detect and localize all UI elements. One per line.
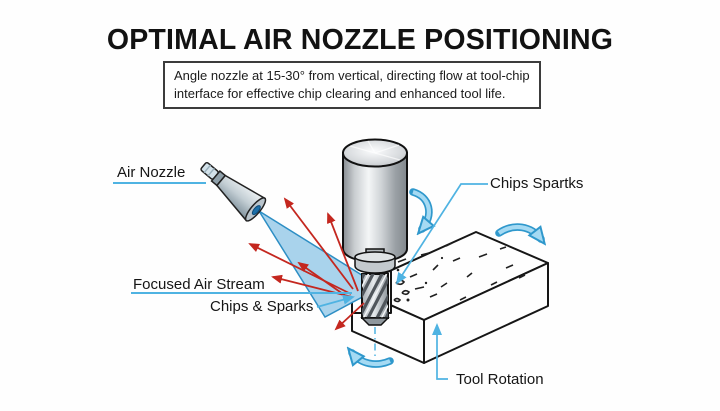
- chips-spartks-leader: [395, 183, 488, 285]
- label-chips-spartks: Chips Spartks: [490, 175, 584, 192]
- feed-rotation-arrow-left: [352, 353, 394, 368]
- instruction-line-2: interface for effective chip clearing an…: [174, 85, 506, 101]
- spindle: [342, 138, 408, 274]
- page-title: OPTIMAL AIR NOZZLE POSITIONING: [106, 24, 614, 56]
- label-tool-rotation: Tool Rotation: [456, 371, 544, 388]
- feed-rotation-arrow-right: [495, 223, 541, 239]
- cutter-tip: [360, 317, 390, 326]
- collet-nut: [354, 251, 396, 274]
- label-chips-sparks: Chips & Sparks: [210, 298, 314, 315]
- instruction-box: Angle nozzle at 15-30° from vertical, di…: [163, 61, 541, 110]
- label-air-nozzle: Air Nozzle: [117, 164, 186, 181]
- air-nozzle-body: [200, 161, 267, 222]
- chips-sparks-leader: [316, 294, 355, 308]
- spindle-rotation-arrow: [409, 188, 429, 229]
- tool-rotation-leader: [432, 323, 448, 380]
- label-focused-air-stream: Focused Air Stream: [133, 276, 265, 293]
- instruction-line-1: Angle nozzle at 15-30° from vertical, di…: [174, 68, 530, 83]
- end-mill-cutter: [360, 273, 390, 326]
- nozzle-orifice: [251, 205, 261, 216]
